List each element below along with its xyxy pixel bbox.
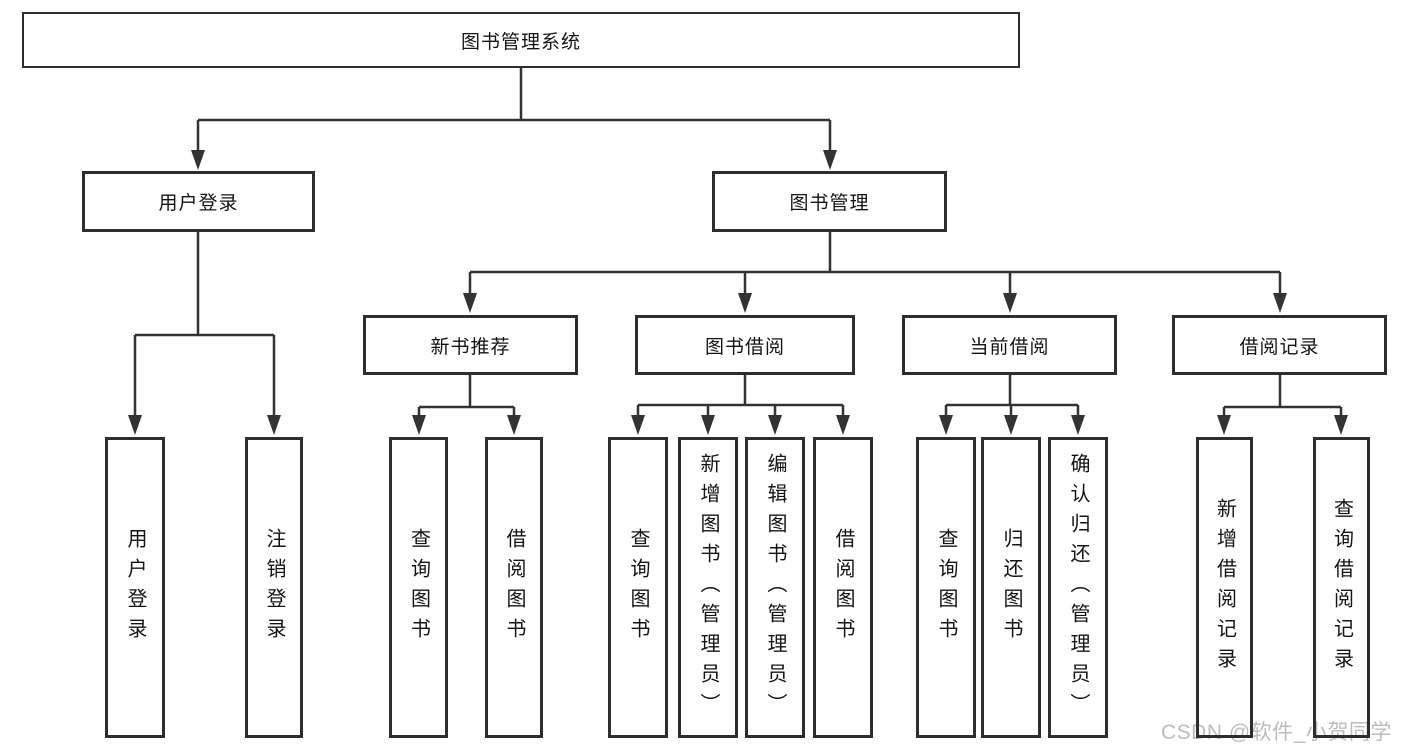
leaf-borrow-books-1: 借阅图书 [485, 437, 543, 738]
leaf-query-borrow-record: 查询借阅记录 [1313, 437, 1370, 738]
node-book-borrow: 图书借阅 [635, 315, 855, 375]
leaf-add-borrow-record: 新增借阅记录 [1196, 437, 1253, 738]
node-book-management: 图书管理 [712, 171, 947, 232]
leaf-edit-book-admin: 编辑图书（管理员） [745, 437, 805, 738]
leaf-add-book-admin: 新增图书（管理员） [678, 437, 738, 738]
leaf-user-login: 用户登录 [105, 437, 165, 738]
leaf-logout: 注销登录 [245, 437, 303, 738]
watermark: CSDN @软件_小贺同学 [1161, 721, 1392, 744]
leaf-query-books-2: 查询图书 [608, 437, 668, 738]
node-current-borrow: 当前借阅 [902, 315, 1117, 375]
leaf-borrow-books-2: 借阅图书 [813, 437, 873, 738]
node-root: 图书管理系统 [22, 12, 1020, 68]
node-new-book-recommend: 新书推荐 [363, 315, 578, 375]
leaf-confirm-return-admin: 确认归还（管理员） [1048, 437, 1108, 738]
leaf-query-books-1: 查询图书 [389, 437, 448, 738]
leaf-query-books-3: 查询图书 [916, 437, 976, 738]
node-borrow-records: 借阅记录 [1172, 315, 1387, 375]
arrowhead-icons [128, 150, 1348, 435]
node-user-login: 用户登录 [82, 171, 315, 232]
leaf-return-book: 归还图书 [981, 437, 1041, 738]
connector-rails [133, 68, 1343, 417]
